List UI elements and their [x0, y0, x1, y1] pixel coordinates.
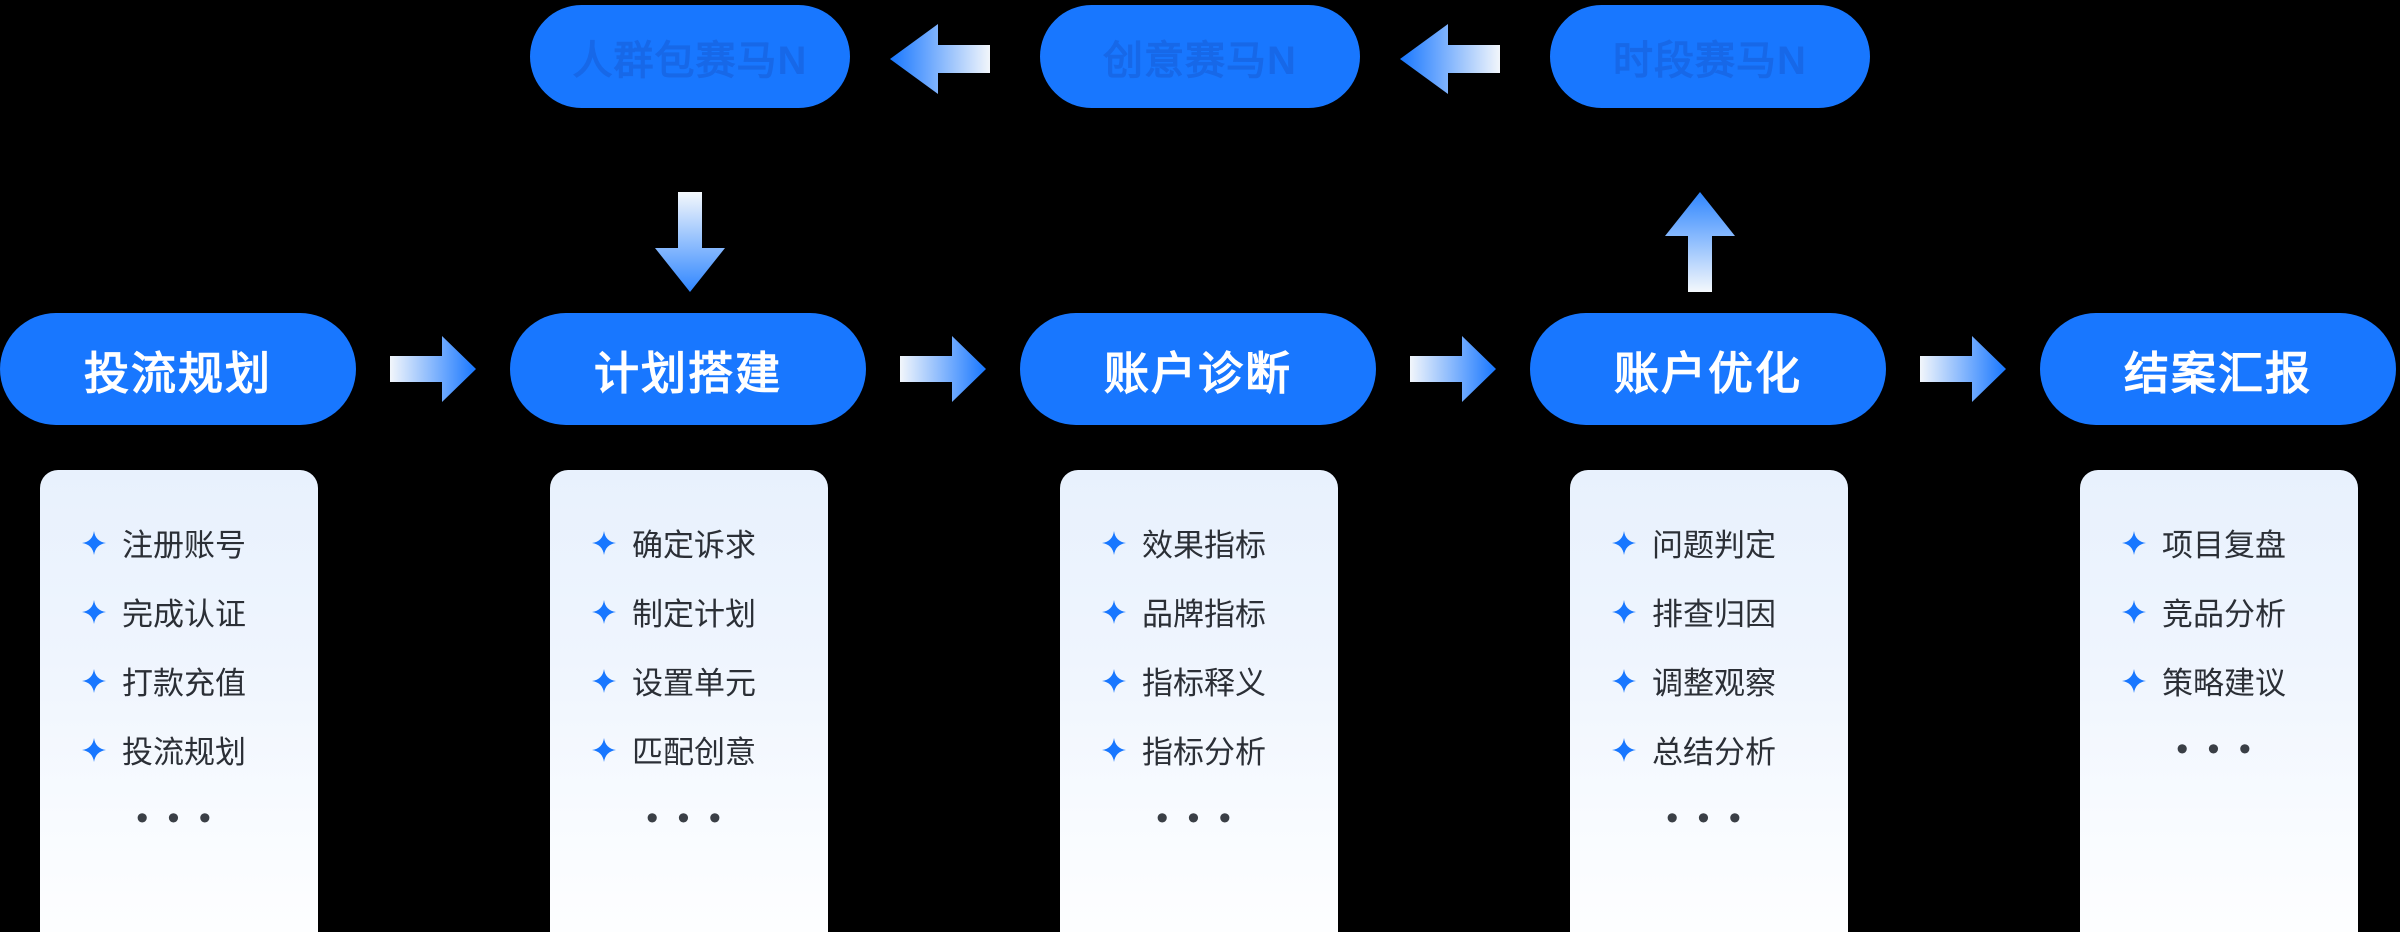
list-item-label: 调整观察 [1652, 666, 1776, 701]
card-item-list: 确定诉求制定计划设置单元匹配创意 [550, 508, 828, 784]
list-item-label: 完成认证 [122, 597, 246, 632]
arrow-right-icon [1410, 330, 1496, 408]
top-pill-0[interactable]: 人群包赛马N [530, 5, 850, 108]
list-item-label: 确定诉求 [632, 528, 756, 563]
list-item[interactable]: 打款充值 [40, 646, 318, 715]
diamond-bullet-icon [592, 599, 616, 624]
card-item-list: 项目复盘竞品分析策略建议 [2080, 508, 2358, 715]
diamond-bullet-icon [1612, 530, 1636, 555]
list-item-label: 竞品分析 [2162, 597, 2286, 632]
list-item[interactable]: 投流规划 [40, 715, 318, 784]
list-item-label: 设置单元 [632, 666, 756, 701]
stage-detail-card-1: 确定诉求制定计划设置单元匹配创意 • • • [550, 470, 828, 932]
stage-pill-0[interactable]: 投流规划 [0, 313, 356, 425]
list-item-label: 策略建议 [2162, 666, 2286, 701]
diamond-bullet-icon [1102, 599, 1126, 624]
stage-detail-card-3: 问题判定排查归因调整观察总结分析 • • • [1570, 470, 1848, 932]
more-items-ellipsis: • • • [646, 799, 726, 837]
more-items-ellipsis: • • • [2176, 730, 2256, 768]
card-item-list: 效果指标品牌指标指标释义指标分析 [1060, 508, 1338, 784]
diamond-bullet-icon [1102, 668, 1126, 693]
list-item[interactable]: 制定计划 [550, 577, 828, 646]
diamond-bullet-icon [1102, 530, 1126, 555]
list-item[interactable]: 调整观察 [1570, 646, 1848, 715]
list-item[interactable]: 总结分析 [1570, 715, 1848, 784]
arrow-left-icon [890, 18, 990, 100]
list-item[interactable]: 指标分析 [1060, 715, 1338, 784]
list-item-label: 效果指标 [1142, 528, 1266, 563]
stage-pill-3[interactable]: 账户优化 [1530, 313, 1886, 425]
diamond-bullet-icon [82, 668, 106, 693]
diamond-bullet-icon [2122, 599, 2146, 624]
diamond-bullet-icon [592, 530, 616, 555]
diamond-bullet-icon [592, 668, 616, 693]
arrow-down-icon [655, 192, 725, 292]
list-item[interactable]: 完成认证 [40, 577, 318, 646]
list-item[interactable]: 确定诉求 [550, 508, 828, 577]
diamond-bullet-icon [1102, 737, 1126, 762]
diamond-bullet-icon [1612, 737, 1636, 762]
list-item[interactable]: 品牌指标 [1060, 577, 1338, 646]
stage-detail-card-0: 注册账号完成认证打款充值投流规划 • • • [40, 470, 318, 932]
card-item-list: 注册账号完成认证打款充值投流规划 [40, 508, 318, 784]
diamond-bullet-icon [82, 737, 106, 762]
list-item[interactable]: 设置单元 [550, 646, 828, 715]
list-item-label: 打款充值 [122, 666, 246, 701]
list-item-label: 品牌指标 [1142, 597, 1266, 632]
top-pill-2[interactable]: 时段赛马N [1550, 5, 1870, 108]
stage-pill-1[interactable]: 计划搭建 [510, 313, 866, 425]
list-item[interactable]: 排查归因 [1570, 577, 1848, 646]
diamond-bullet-icon [592, 737, 616, 762]
list-item[interactable]: 问题判定 [1570, 508, 1848, 577]
list-item[interactable]: 项目复盘 [2080, 508, 2358, 577]
stage-detail-card-4: 项目复盘竞品分析策略建议 • • • [2080, 470, 2358, 932]
list-item-label: 注册账号 [122, 528, 246, 563]
arrow-right-icon [900, 330, 986, 408]
diamond-bullet-icon [1612, 599, 1636, 624]
more-items-ellipsis: • • • [1156, 799, 1236, 837]
list-item[interactable]: 注册账号 [40, 508, 318, 577]
list-item[interactable]: 匹配创意 [550, 715, 828, 784]
list-item-label: 项目复盘 [2162, 528, 2286, 563]
diamond-bullet-icon [82, 599, 106, 624]
diamond-bullet-icon [2122, 530, 2146, 555]
more-items-ellipsis: • • • [136, 799, 216, 837]
list-item-label: 指标释义 [1142, 666, 1266, 701]
list-item[interactable]: 竞品分析 [2080, 577, 2358, 646]
arrow-left-icon [1400, 18, 1500, 100]
arrow-right-icon [390, 330, 476, 408]
list-item-label: 匹配创意 [632, 735, 756, 770]
list-item-label: 制定计划 [632, 597, 756, 632]
list-item-label: 投流规划 [122, 735, 246, 770]
list-item[interactable]: 指标释义 [1060, 646, 1338, 715]
list-item[interactable]: 效果指标 [1060, 508, 1338, 577]
list-item-label: 总结分析 [1652, 735, 1776, 770]
diamond-bullet-icon [1612, 668, 1636, 693]
list-item-label: 排查归因 [1652, 597, 1776, 632]
list-item-label: 指标分析 [1142, 735, 1266, 770]
top-pill-1[interactable]: 创意赛马N [1040, 5, 1360, 108]
stage-pill-2[interactable]: 账户诊断 [1020, 313, 1376, 425]
stage-pill-4[interactable]: 结案汇报 [2040, 313, 2396, 425]
list-item[interactable]: 策略建议 [2080, 646, 2358, 715]
diamond-bullet-icon [82, 530, 106, 555]
more-items-ellipsis: • • • [1666, 799, 1746, 837]
card-item-list: 问题判定排查归因调整观察总结分析 [1570, 508, 1848, 784]
list-item-label: 问题判定 [1652, 528, 1776, 563]
diamond-bullet-icon [2122, 668, 2146, 693]
arrow-right-icon [1920, 330, 2006, 408]
arrow-up-icon [1665, 192, 1735, 292]
stage-detail-card-2: 效果指标品牌指标指标释义指标分析 • • • [1060, 470, 1338, 932]
